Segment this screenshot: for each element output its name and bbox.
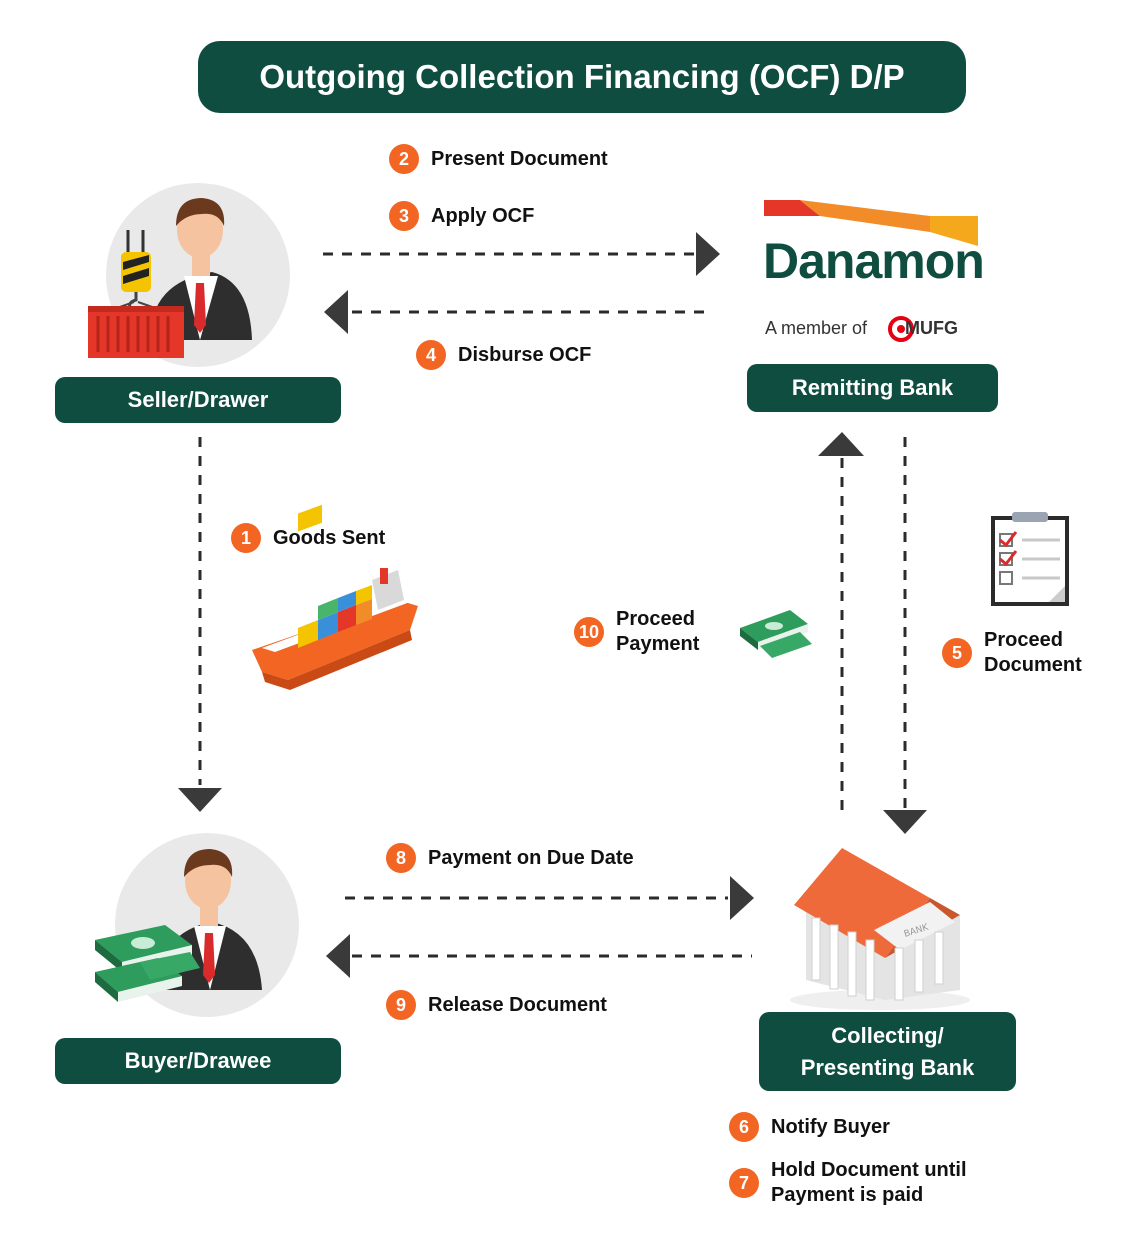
arrowhead-left-2 xyxy=(326,934,350,978)
step-4-badge: 4 xyxy=(416,340,446,370)
step-7-badge: 7 xyxy=(729,1168,759,1198)
buyer-money-stack-icon xyxy=(95,925,200,1002)
member-of-mufg: A member of MUFG xyxy=(765,318,958,339)
step-5-line-1: Proceed xyxy=(984,629,1063,651)
step-5-text: Proceed Document xyxy=(984,628,1082,678)
step-6: 6 Notify Buyer xyxy=(729,1112,890,1142)
arrowhead-right-1 xyxy=(696,232,720,276)
step-3-badge: 3 xyxy=(389,201,419,231)
cargo-ship-icon xyxy=(252,504,418,690)
step-6-badge: 6 xyxy=(729,1112,759,1142)
step-10: 10 Proceed Payment xyxy=(574,607,699,657)
bank-building-icon: BANK xyxy=(790,848,970,1010)
step-2-text: Present Document xyxy=(431,147,608,170)
step-7: 7 Hold Document until Payment is paid xyxy=(729,1158,967,1208)
danamon-logo-stripes xyxy=(764,200,978,246)
step-2-badge: 2 xyxy=(389,144,419,174)
arrowhead-up-1 xyxy=(818,432,864,456)
seller-drawer-label: Seller/Drawer xyxy=(55,377,341,423)
arrowhead-down-2 xyxy=(883,810,927,834)
buyer-drawee-label: Buyer/Drawee xyxy=(55,1038,341,1084)
arrowhead-down-1 xyxy=(178,788,222,812)
diagram-title: Outgoing Collection Financing (OCF) D/P xyxy=(198,41,966,113)
shipping-container-icon xyxy=(88,306,184,358)
clipboard-checklist-icon xyxy=(991,512,1069,606)
collecting-line-1: Collecting/ xyxy=(831,1022,944,1048)
member-prefix: A member of xyxy=(765,318,868,338)
step-9: 9 Release Document xyxy=(386,990,607,1020)
step-5: 5 Proceed Document xyxy=(942,628,1082,678)
step-8-badge: 8 xyxy=(386,843,416,873)
crane-hook-icon xyxy=(99,230,173,315)
step-10-line-1: Proceed xyxy=(616,608,695,630)
step-7-line-1: Hold Document until xyxy=(771,1159,967,1181)
payment-money-icon xyxy=(740,610,812,658)
step-4-text: Disburse OCF xyxy=(458,343,592,366)
buyer-businessman-icon xyxy=(158,849,262,990)
mufg-text: MUFG xyxy=(905,318,959,338)
collecting-presenting-bank-label: Collecting/ Presenting Bank xyxy=(759,1012,1016,1091)
step-10-text: Proceed Payment xyxy=(616,607,699,657)
arrowhead-right-2 xyxy=(730,876,754,920)
step-7-text: Hold Document until Payment is paid xyxy=(771,1158,967,1208)
danamon-logo-text: Danamon xyxy=(763,233,985,289)
step-8: 8 Payment on Due Date xyxy=(386,843,634,873)
step-1-badge: 1 xyxy=(231,523,261,553)
step-7-line-2: Payment is paid xyxy=(771,1184,924,1206)
step-9-badge: 9 xyxy=(386,990,416,1020)
step-1: 1 Goods Sent xyxy=(231,523,385,553)
step-3-text: Apply OCF xyxy=(431,204,535,227)
step-8-text: Payment on Due Date xyxy=(428,846,634,869)
step-4: 4 Disburse OCF xyxy=(416,340,591,370)
step-5-line-2: Document xyxy=(984,654,1082,676)
step-10-line-2: Payment xyxy=(616,633,700,655)
mufg-logo-icon xyxy=(888,316,914,342)
step-1-text: Goods Sent xyxy=(273,526,386,549)
step-6-text: Notify Buyer xyxy=(771,1115,890,1138)
remitting-bank-label: Remitting Bank xyxy=(747,364,998,412)
arrowhead-left-1 xyxy=(324,290,348,334)
collecting-line-2: Presenting Bank xyxy=(800,1054,975,1080)
step-10-badge: 10 xyxy=(574,617,604,647)
step-3: 3 Apply OCF xyxy=(389,201,534,231)
step-5-badge: 5 xyxy=(942,638,972,668)
step-2: 2 Present Document xyxy=(389,144,608,174)
step-9-text: Release Document xyxy=(428,993,607,1016)
